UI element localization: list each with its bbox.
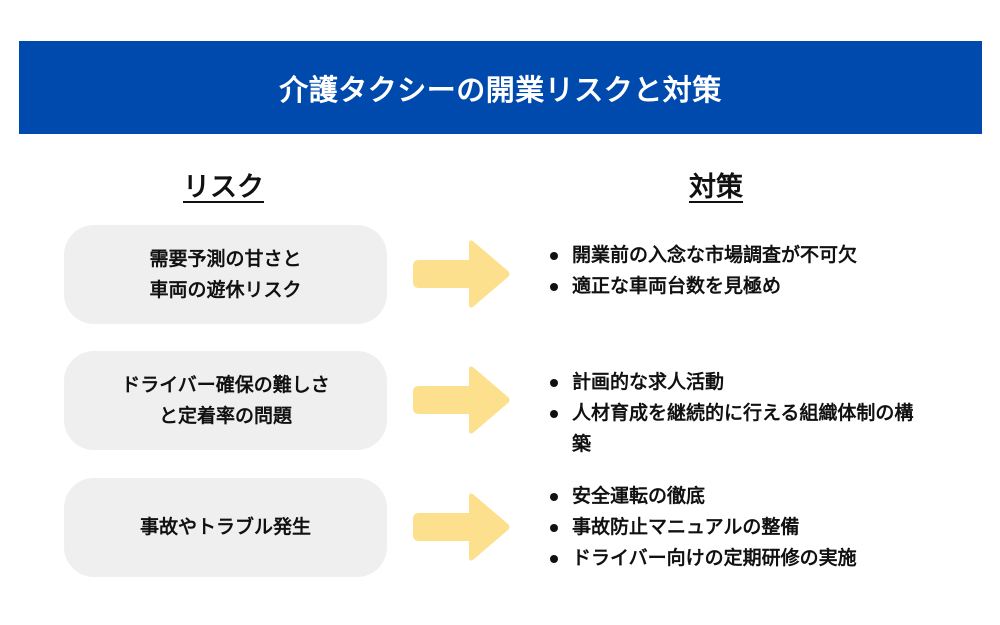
bullet-icon (550, 252, 558, 260)
bullet-icon (550, 555, 558, 563)
risk-text-line: 車両の遊休リスク (149, 278, 302, 301)
measure-item: 人材育成を継続的に行える組織体制の構築 (548, 398, 932, 460)
risk-box: ドライバー確保の難しさ と定着率の問題 (64, 351, 387, 450)
bullet-icon (550, 493, 558, 501)
measures-list: 安全運転の徹底 事故防止マニュアルの整備 ドライバー向けの定期研修の実施 (548, 481, 952, 574)
risk-column-header: リスク (183, 172, 264, 203)
title-banner: 介護タクシーの開業リスクと対策 (19, 41, 982, 134)
bullet-icon (550, 283, 558, 291)
measure-item: ドライバー向けの定期研修の実施 (548, 543, 952, 574)
measures-list: 開業前の入念な市場調査が不可欠 適正な車両台数を見極め (548, 240, 952, 302)
right-arrow-icon (413, 493, 510, 561)
measure-item: 開業前の入念な市場調査が不可欠 (548, 240, 952, 271)
risk-text-line: 需要予測の甘さと (149, 247, 302, 270)
bullet-icon (550, 524, 558, 532)
right-arrow-icon (413, 366, 510, 434)
bullet-icon (550, 379, 558, 387)
measure-item: 安全運転の徹底 (548, 481, 952, 512)
measure-item: 事故防止マニュアルの整備 (548, 512, 952, 543)
right-arrow-icon (413, 240, 510, 308)
risk-text-line: ドライバー確保の難しさ (121, 373, 330, 396)
risk-text-line: 事故やトラブル発生 (139, 516, 311, 538)
risk-text-line: と定着率の問題 (158, 404, 292, 427)
measures-column-header: 対策 (689, 172, 743, 203)
risk-box: 需要予測の甘さと 車両の遊休リスク (64, 225, 387, 324)
risk-box: 事故やトラブル発生 (64, 478, 387, 577)
measures-list: 計画的な求人活動 人材育成を継続的に行える組織体制の構築 (548, 367, 952, 460)
page-title: 介護タクシーの開業リスクと対策 (279, 72, 722, 107)
measure-item: 適正な車両台数を見極め (548, 271, 952, 302)
bullet-icon (550, 410, 558, 418)
measure-item: 計画的な求人活動 (548, 367, 952, 398)
